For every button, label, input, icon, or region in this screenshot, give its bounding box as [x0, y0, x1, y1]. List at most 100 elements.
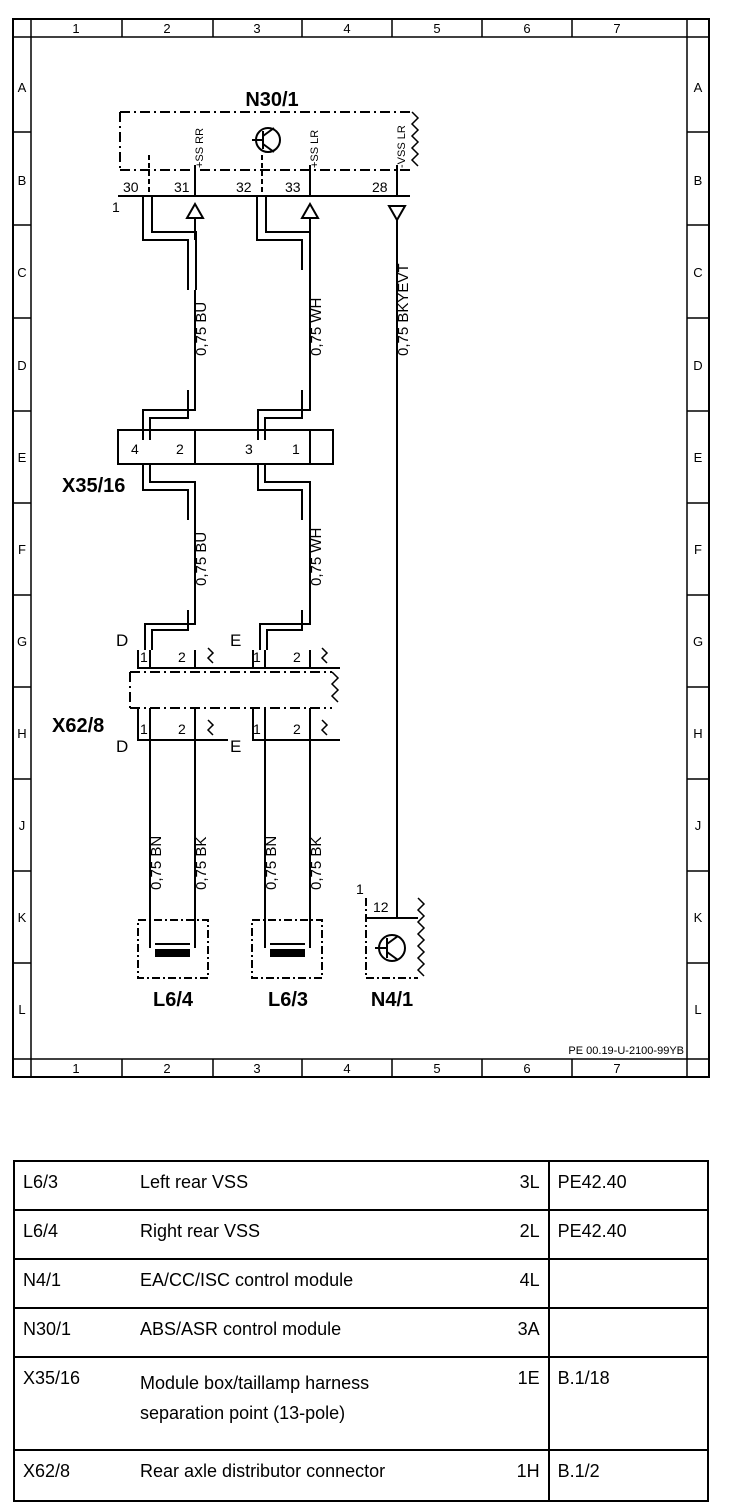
row-label-left-a: A [18, 80, 27, 95]
wire-label-wh-lower: 0,75 WH [308, 528, 325, 586]
x35-pin-2: 2 [176, 441, 184, 457]
x62-side-d-top: D [116, 631, 128, 650]
x62-pin-e2-top: 2 [293, 649, 301, 665]
n30-pin-32: 32 [236, 179, 252, 195]
col-label-top-5: 5 [433, 21, 440, 36]
legend-reference: PE42.40 [548, 1209, 710, 1260]
x62-side-e-top: E [230, 631, 241, 650]
n30-label: N30/1 [245, 89, 298, 111]
legend-code: X35/16 [12, 1356, 133, 1451]
x62-separation-line [129, 671, 332, 709]
col-label-top-1: 1 [72, 21, 79, 36]
row-label-left-e: E [18, 450, 27, 465]
legend-description: Rear axle distributor connector [132, 1449, 431, 1502]
row-label-right-d: D [693, 358, 702, 373]
legend-code: N4/1 [12, 1258, 133, 1309]
col-label-bottom-1: 1 [72, 1061, 79, 1076]
col-label-bottom-5: 5 [433, 1061, 440, 1076]
x35-label: X35/16 [62, 475, 125, 497]
n30-pin-31: 31 [174, 179, 190, 195]
x35-pin-1: 1 [292, 441, 300, 457]
legend-code: X62/8 [12, 1449, 133, 1502]
legend-row: L6/4 Right rear VSS 2L PE42.40 [12, 1209, 710, 1260]
legend-row: X35/16 Module box/taillamp harness separ… [12, 1356, 710, 1451]
legend-location: 2L [430, 1209, 550, 1260]
x62-pin-d2-bottom: 2 [178, 721, 186, 737]
legend-description: Right rear VSS [132, 1209, 431, 1260]
row-label-right-j: J [695, 818, 702, 833]
legend-description: ABS/ASR control module [132, 1307, 431, 1358]
x62-pin-e2-bottom: 2 [293, 721, 301, 737]
row-label-left-f: F [18, 542, 26, 557]
n30-pin-33: 33 [285, 179, 301, 195]
legend-location: 4L [430, 1258, 550, 1309]
row-label-right-e: E [694, 450, 703, 465]
legend-location: 1H [430, 1449, 550, 1502]
x62-pin-d1-top: 1 [140, 649, 148, 665]
n30-signal-ss-lr: +SS LR [309, 130, 321, 168]
col-label-bottom-7: 7 [613, 1061, 620, 1076]
x62-side-d-bottom: D [116, 737, 128, 756]
col-label-top-6: 6 [523, 21, 530, 36]
legend-reference [548, 1258, 710, 1309]
legend-code: L6/4 [12, 1209, 133, 1260]
component-legend-table: L6/3 Left rear VSS 3L PE42.40 L6/4 Right… [12, 1160, 710, 1502]
legend-description: Left rear VSS [132, 1160, 431, 1211]
legend-row: X62/8 Rear axle distributor connector 1H… [12, 1449, 710, 1502]
row-label-right-a: A [694, 80, 703, 95]
row-label-left-k: K [18, 910, 27, 925]
legend-description: Module box/taillamp harness separation p… [132, 1356, 431, 1451]
row-label-left-l: L [18, 1002, 25, 1017]
n30-signal-ss-rr: +SS RR [194, 128, 206, 168]
wire-label-wh-upper: 0,75 WH [308, 298, 325, 356]
wire-label-bu-lower: 0,75 BU [193, 532, 210, 586]
col-label-top-7: 7 [613, 21, 620, 36]
row-label-right-h: H [693, 726, 702, 741]
row-label-left-j: J [19, 818, 26, 833]
n41-transistor-icon [375, 934, 406, 962]
legend-reference [548, 1307, 710, 1358]
row-label-right-l: L [694, 1002, 701, 1017]
x62-pin-e1-top: 1 [253, 649, 261, 665]
n30-index: 1 [112, 199, 120, 215]
n30-module-outline [119, 111, 412, 171]
l63-outline [251, 919, 323, 979]
row-label-right-c: C [693, 265, 702, 280]
n30-signal-vss-lr: -VSS LR [396, 125, 408, 168]
l64-outline [137, 919, 209, 979]
n30-pin-28: 28 [372, 179, 388, 195]
row-label-right-k: K [694, 910, 703, 925]
x35-pin-4: 4 [131, 441, 139, 457]
row-label-left-d: D [17, 358, 26, 373]
legend-location: 3A [430, 1307, 550, 1358]
legend-description: EA/CC/ISC control module [132, 1258, 431, 1309]
row-label-right-b: B [694, 173, 703, 188]
x62-label: X62/8 [52, 715, 104, 737]
n30-pin-30: 30 [123, 179, 139, 195]
legend-row: N30/1 ABS/ASR control module 3A [12, 1307, 710, 1358]
legend-code: N30/1 [12, 1307, 133, 1358]
legend-row: N4/1 EA/CC/ISC control module 4L [12, 1258, 710, 1309]
n41-module-outline [365, 898, 418, 979]
row-label-left-h: H [17, 726, 26, 741]
col-label-bottom-2: 2 [163, 1061, 170, 1076]
legend-reference: PE42.40 [548, 1160, 710, 1211]
legend-location: 3L [430, 1160, 550, 1211]
wiring-diagram: 1 2 3 4 5 6 7 1 2 3 4 5 6 7 A B C D E F … [12, 18, 710, 1078]
col-label-top-2: 2 [163, 21, 170, 36]
x62-pin-d1-bottom: 1 [140, 721, 148, 737]
row-label-left-b: B [18, 173, 27, 188]
col-label-bottom-4: 4 [343, 1061, 350, 1076]
col-label-top-4: 4 [343, 21, 350, 36]
col-label-bottom-6: 6 [523, 1061, 530, 1076]
n30-transistor-icon [252, 127, 281, 153]
x62-pin-d2-top: 2 [178, 649, 186, 665]
x35-pin-3: 3 [245, 441, 253, 457]
legend-location: 1E [430, 1356, 550, 1451]
doc-code: PE 00.19-U-2100-99YB [568, 1045, 684, 1057]
wire-label-bk-right: 0,75 BK [308, 837, 325, 890]
col-label-bottom-3: 3 [253, 1061, 260, 1076]
row-label-right-f: F [694, 542, 702, 557]
legend-row: L6/3 Left rear VSS 3L PE42.40 [12, 1160, 710, 1211]
n30-break-line [410, 111, 420, 167]
